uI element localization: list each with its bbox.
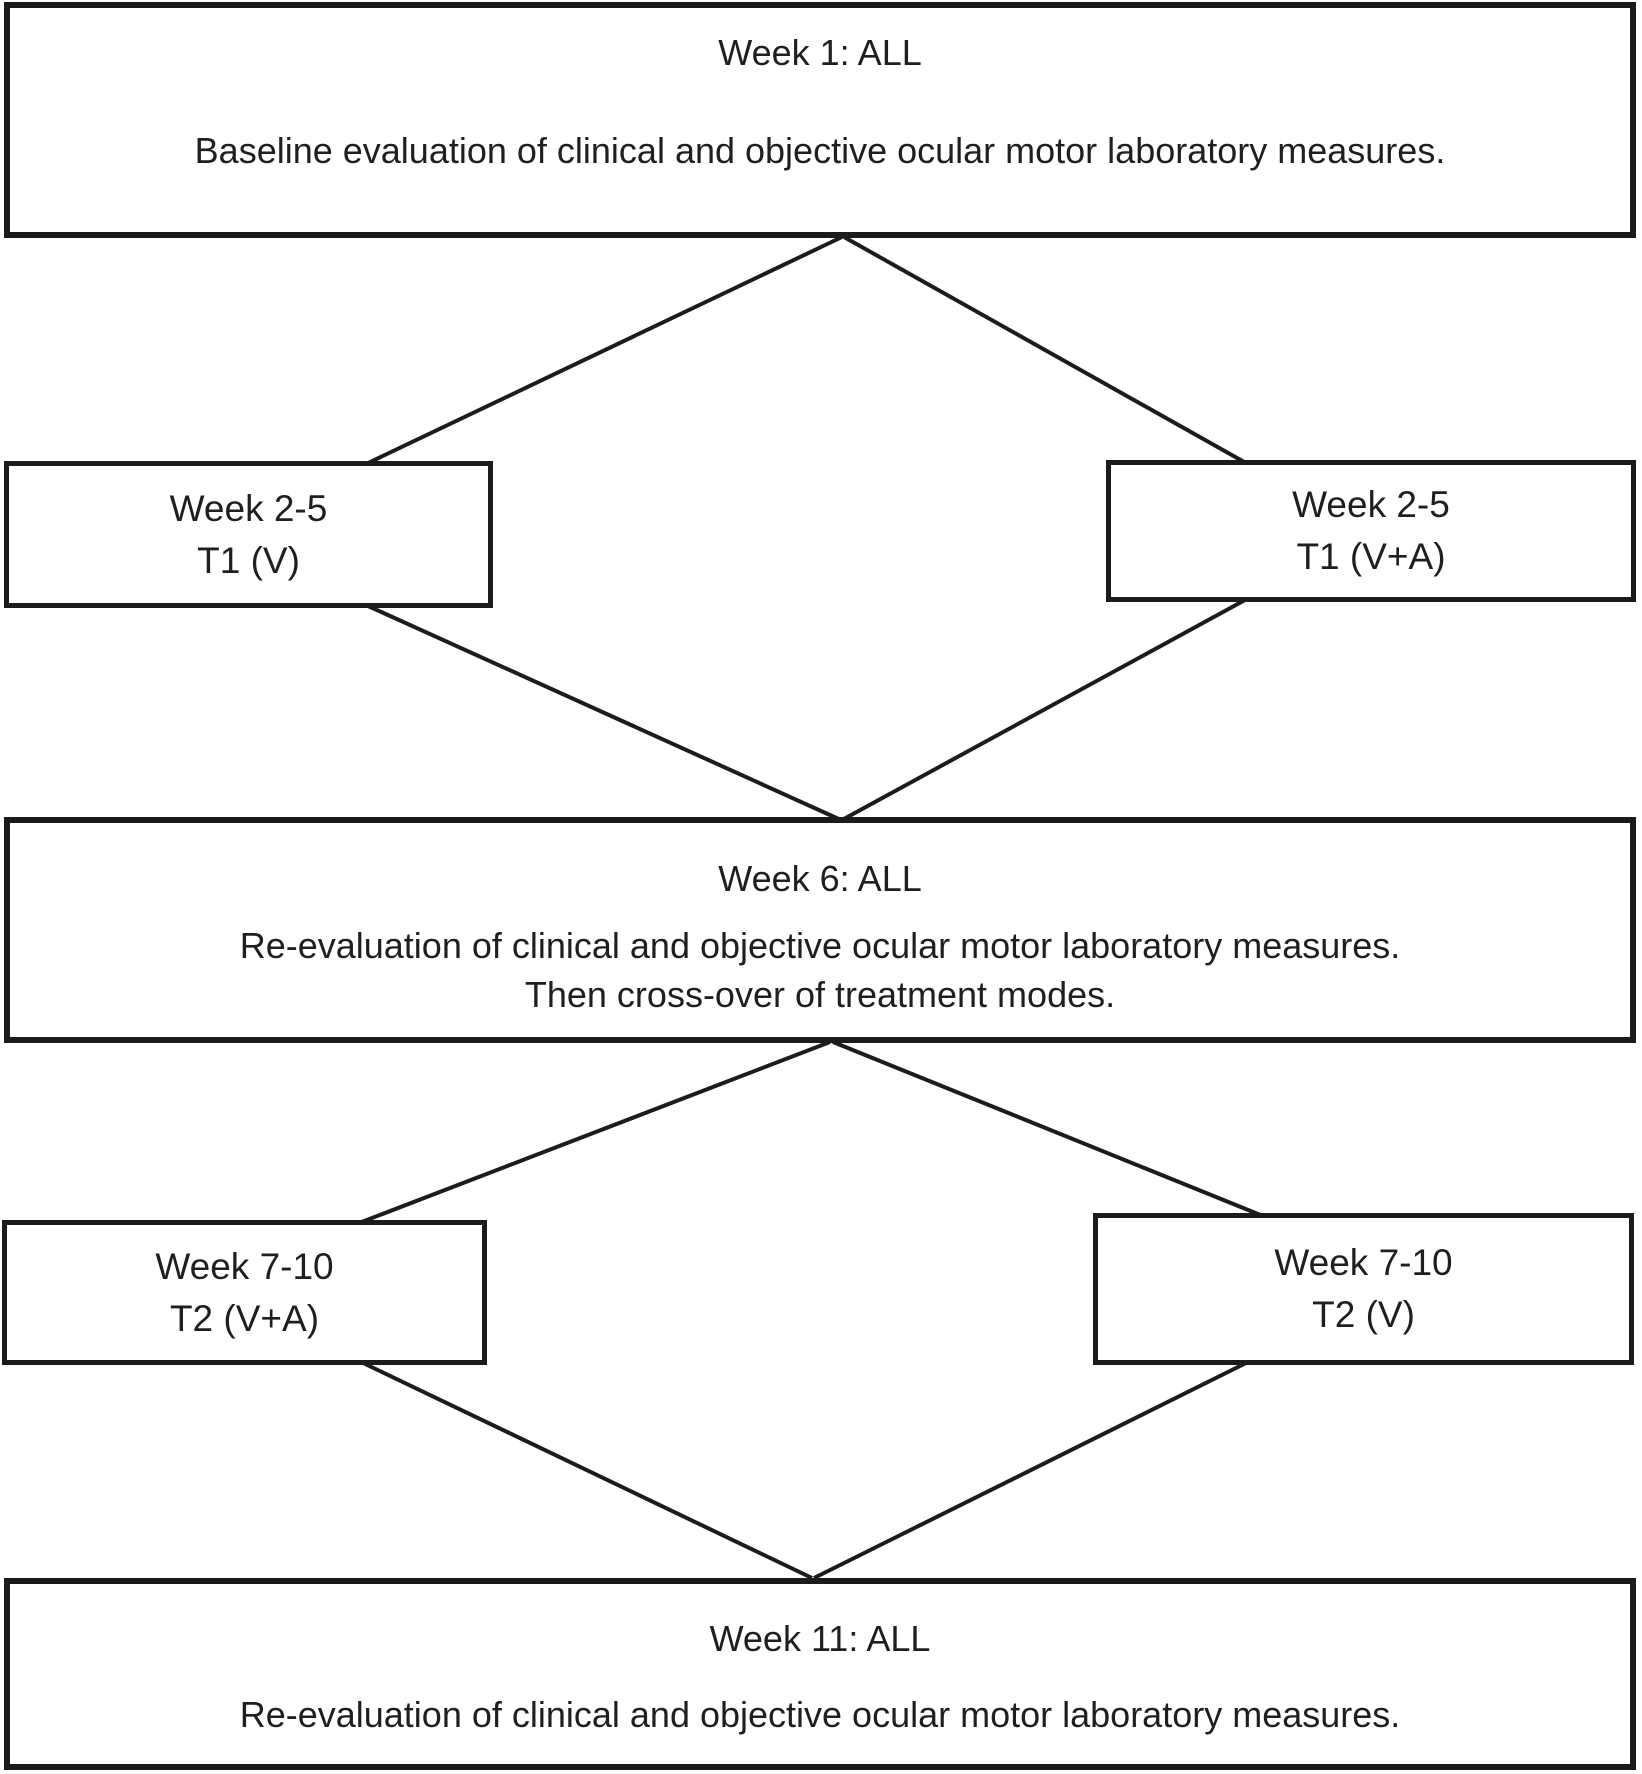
box-week1-title: Week 1: ALL (718, 32, 922, 73)
box-week6-title: Week 6: ALL (718, 858, 922, 899)
box-t1va-title: Week 2-5 (1292, 484, 1450, 526)
connector-t2va-to-week11 (360, 1360, 813, 1580)
flowchart-box-week6: Week 6: ALL Re-evaluation of clinical an… (4, 817, 1636, 1043)
flowchart-box-t1-v: Week 2-5 T1 (V) (4, 461, 493, 608)
flowchart-box-week11: Week 11: ALL Re-evaluation of clinical a… (4, 1578, 1636, 1770)
box-week6-body-2: Then cross-over of treatment modes. (524, 973, 1116, 1015)
flowchart-box-t1-va: Week 2-5 T1 (V+A) (1106, 460, 1636, 602)
connector-t1va-to-week6 (841, 598, 1246, 822)
box-t2va-title: Week 7-10 (155, 1245, 334, 1287)
box-week1-body: Baseline evaluation of clinical and obje… (194, 130, 1446, 171)
connector-t1v-to-week6 (367, 604, 842, 822)
box-week6-body-1: Re-evaluation of clinical and objective … (239, 924, 1401, 966)
box-t1va-body: T1 (V+A) (1296, 536, 1446, 577)
box-week11-body: Re-evaluation of clinical and objective … (239, 1694, 1401, 1735)
box-t1v-body: T1 (V) (197, 539, 300, 581)
flowchart-box-week1: Week 1: ALL Baseline evaluation of clini… (4, 2, 1636, 238)
flowchart-box-t2-va: Week 7-10 T2 (V+A) (2, 1220, 487, 1365)
box-week11-title: Week 11: ALL (709, 1618, 931, 1659)
connector-t2v-to-week11 (813, 1360, 1249, 1580)
box-t2va-body: T2 (V+A) (169, 1297, 320, 1339)
box-t2v-body: T2 (V) (1312, 1294, 1415, 1335)
connector-week1-to-t1va (843, 235, 1247, 465)
connector-week1-to-t1v (365, 235, 843, 466)
connector-week6-to-t2v (832, 1040, 1264, 1218)
box-t1v-title: Week 2-5 (169, 487, 328, 529)
box-t2v-title: Week 7-10 (1274, 1242, 1453, 1284)
connector-week6-to-t2va (358, 1040, 831, 1225)
flowchart-box-t2-v: Week 7-10 T2 (V) (1093, 1213, 1634, 1365)
